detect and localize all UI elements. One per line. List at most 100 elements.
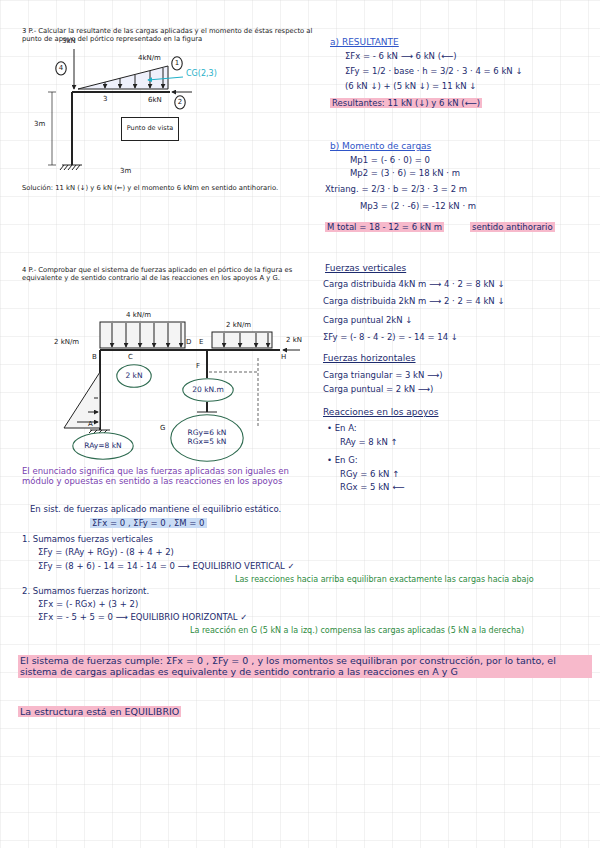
frame-figure-2 [224,333,225,347]
equation: ΣFy = 1/2 · base · h = 3/2 · 3 · 4 = 6 k… [345,66,523,76]
equation: Mp3 = (2 · -6) = -12 kN · m [360,201,476,211]
load-circle: 2 kN [116,364,152,388]
frame-figure-2 [88,412,98,413]
frame-figure-2 [258,358,259,428]
section-heading: Fuerzas verticales [325,263,406,274]
solution-note: Solución: 11 kN (↓) y 6 kN (←) y el mome… [22,184,317,192]
frame-figure-1 [105,82,106,88]
equation-highlight: ΣFx = 0 , ΣFy = 0 , ΣM = 0 [90,518,207,528]
node-text: RGx=5 kN [188,438,227,447]
frame-figure-1 [72,91,170,93]
equation: Xtriang. = 2/3 · b = 2/3 · 3 = 2 m [325,184,467,194]
circle-outline [171,415,243,461]
equation: Carga distribuida 2kN m ⟶ 2 · 2 = 4 kN ↓ [323,296,505,306]
node-text: 2 [178,98,182,106]
frame-figure-1 [163,68,164,88]
frame-figure-1 [71,92,73,165]
frame-figure-1 [52,92,53,165]
equation: ΣFy = (- 8 - 4 - 2) = - 14 = 14 ↓ [323,332,458,342]
equation: RGy = 6 kN ↑ [340,469,399,479]
section-heading: Fuerzas horizontales [323,353,416,364]
frame-figure-2 [94,398,98,399]
node-text: Punto de vista [124,125,176,132]
moment-circle: 20 kN.m [182,378,234,402]
equation: Mp2 = (3 · 6) = 18 kN · m [350,168,460,178]
dimension-label: 3m [120,167,131,175]
point-letter: F [196,362,200,370]
frame-figure-2 [64,372,100,428]
frame-figure-2 [256,333,257,347]
equation: • En A: [327,423,357,433]
circle-outline [172,56,182,69]
callout-number: 2 [174,95,186,110]
node-text: RAy=8 kN [84,442,121,451]
point-letter: H [281,353,286,361]
step-heading: 2. Sumamos fuerzas horizont. [22,586,149,596]
frame-figure-2 [181,323,182,347]
equation: ΣFy = (RAy + RGy) - (8 + 4 + 2) [38,547,174,557]
section-heading: Reacciones en los apoyos [323,407,439,418]
point-letter: G [160,424,165,432]
dimension-label: 3m [34,120,45,128]
reaction-circle: RAy=8 kN [72,432,134,460]
equation: Carga triangular = 3 kN ⟶) [323,370,443,380]
equation: Mp1 = (- 6 · 0) = 0 [350,155,430,165]
explanation-note: El enunciado significa que las fuerzas a… [22,466,322,486]
frame-figure-1 [172,92,192,93]
circle-outline [117,365,151,387]
node-text: 4 [59,64,63,72]
frame-figure-2 [112,323,113,347]
load-label: 4kN/m [138,54,161,62]
point-letter: A [88,420,93,428]
frame-figure-2 [100,322,185,348]
frame-figure-2 [283,350,300,351]
frame-figure-1 [48,165,56,166]
section-heading: a) RESULTANTE [330,37,399,48]
frame-figure-1 [120,78,121,88]
frame-figure-2 [100,349,280,351]
frame-figure-2 [212,332,272,348]
equation: ΣFx = - 5 + 5 = 0 ⟶ EQUILIBRIO HORIZONTA… [38,612,247,622]
frame-figure-2 [140,323,141,347]
load-label: 4 kN/m [126,311,151,319]
equation: Carga puntual 2kN ↓ [323,315,412,325]
frame-figure-2 [64,322,300,433]
frame-figure-1 [60,165,80,170]
equation: ΣFy = (8 + 6) - 14 = 14 - 14 = 0 ⟶ EQUIL… [38,561,295,571]
node-text: RGy=6 kN [188,429,227,438]
point-letter: B [92,353,97,361]
circle-outline [73,433,133,459]
conclusion-highlight: El sistema de fuerzas cumple: ΣFx = 0 , … [18,655,592,678]
frame-figure-2 [197,412,217,413]
view-point-box: Punto de vista [121,117,179,141]
frame-figure-2 [268,333,269,347]
equation: RAy = 8 kN ↑ [340,437,398,447]
equation: ΣFx = - 6 kN ⟶ 6 kN (⟵) [345,51,456,61]
reaction-circle: RGy=6 kNRGx=5 kN [170,414,244,462]
dimension-label: 3 [103,95,107,103]
load-label: 2 kN/m [226,321,251,329]
centroid-label: CG(2,3) [186,69,217,79]
equation: RGx = 5 kN ⟵ [340,482,404,492]
point-letter: E [199,338,203,346]
load-label: 3kN [62,37,76,45]
equation: ΣFx = (- RGx) + (3 + 2) [38,599,138,609]
frame-figure-1 [74,49,75,89]
callout-number: 4 [55,61,67,76]
circle-outline [56,61,66,74]
frame-figure-2 [206,402,208,412]
circle-outline [183,379,233,401]
frame-figure-1 [48,49,192,170]
check-note: Las reacciones hacia arriba equilibran e… [235,575,595,585]
equation: (6 kN ↓) + (5 kN ↓) = 11 kN ↓ [345,81,476,91]
callout-number: 1 [171,56,183,71]
frame-figure-2 [154,323,155,347]
frame-figure-2 [206,350,208,378]
equation: Carga puntual = 2 kN ⟶) [323,384,433,394]
result-highlight: sentido antihorario [470,222,555,232]
problem-statement: 4 P.- Comprobar que el sistema de fuerza… [22,266,312,282]
step-heading: 1. Sumamos fuerzas verticales [22,534,153,544]
load-label: 6kN [148,96,162,104]
